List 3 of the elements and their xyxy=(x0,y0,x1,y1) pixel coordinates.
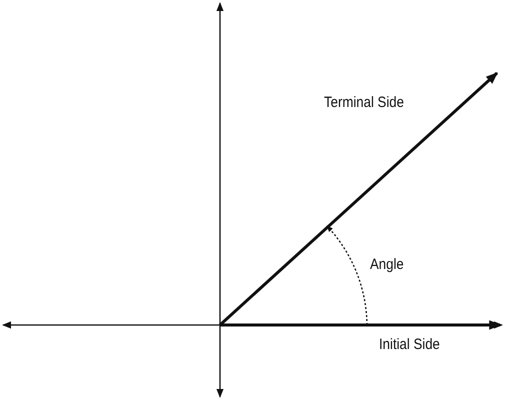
terminal-side-label: Terminal Side xyxy=(324,94,404,111)
angle-label: Angle xyxy=(370,256,404,273)
initial-side-label: Initial Side xyxy=(379,336,440,353)
